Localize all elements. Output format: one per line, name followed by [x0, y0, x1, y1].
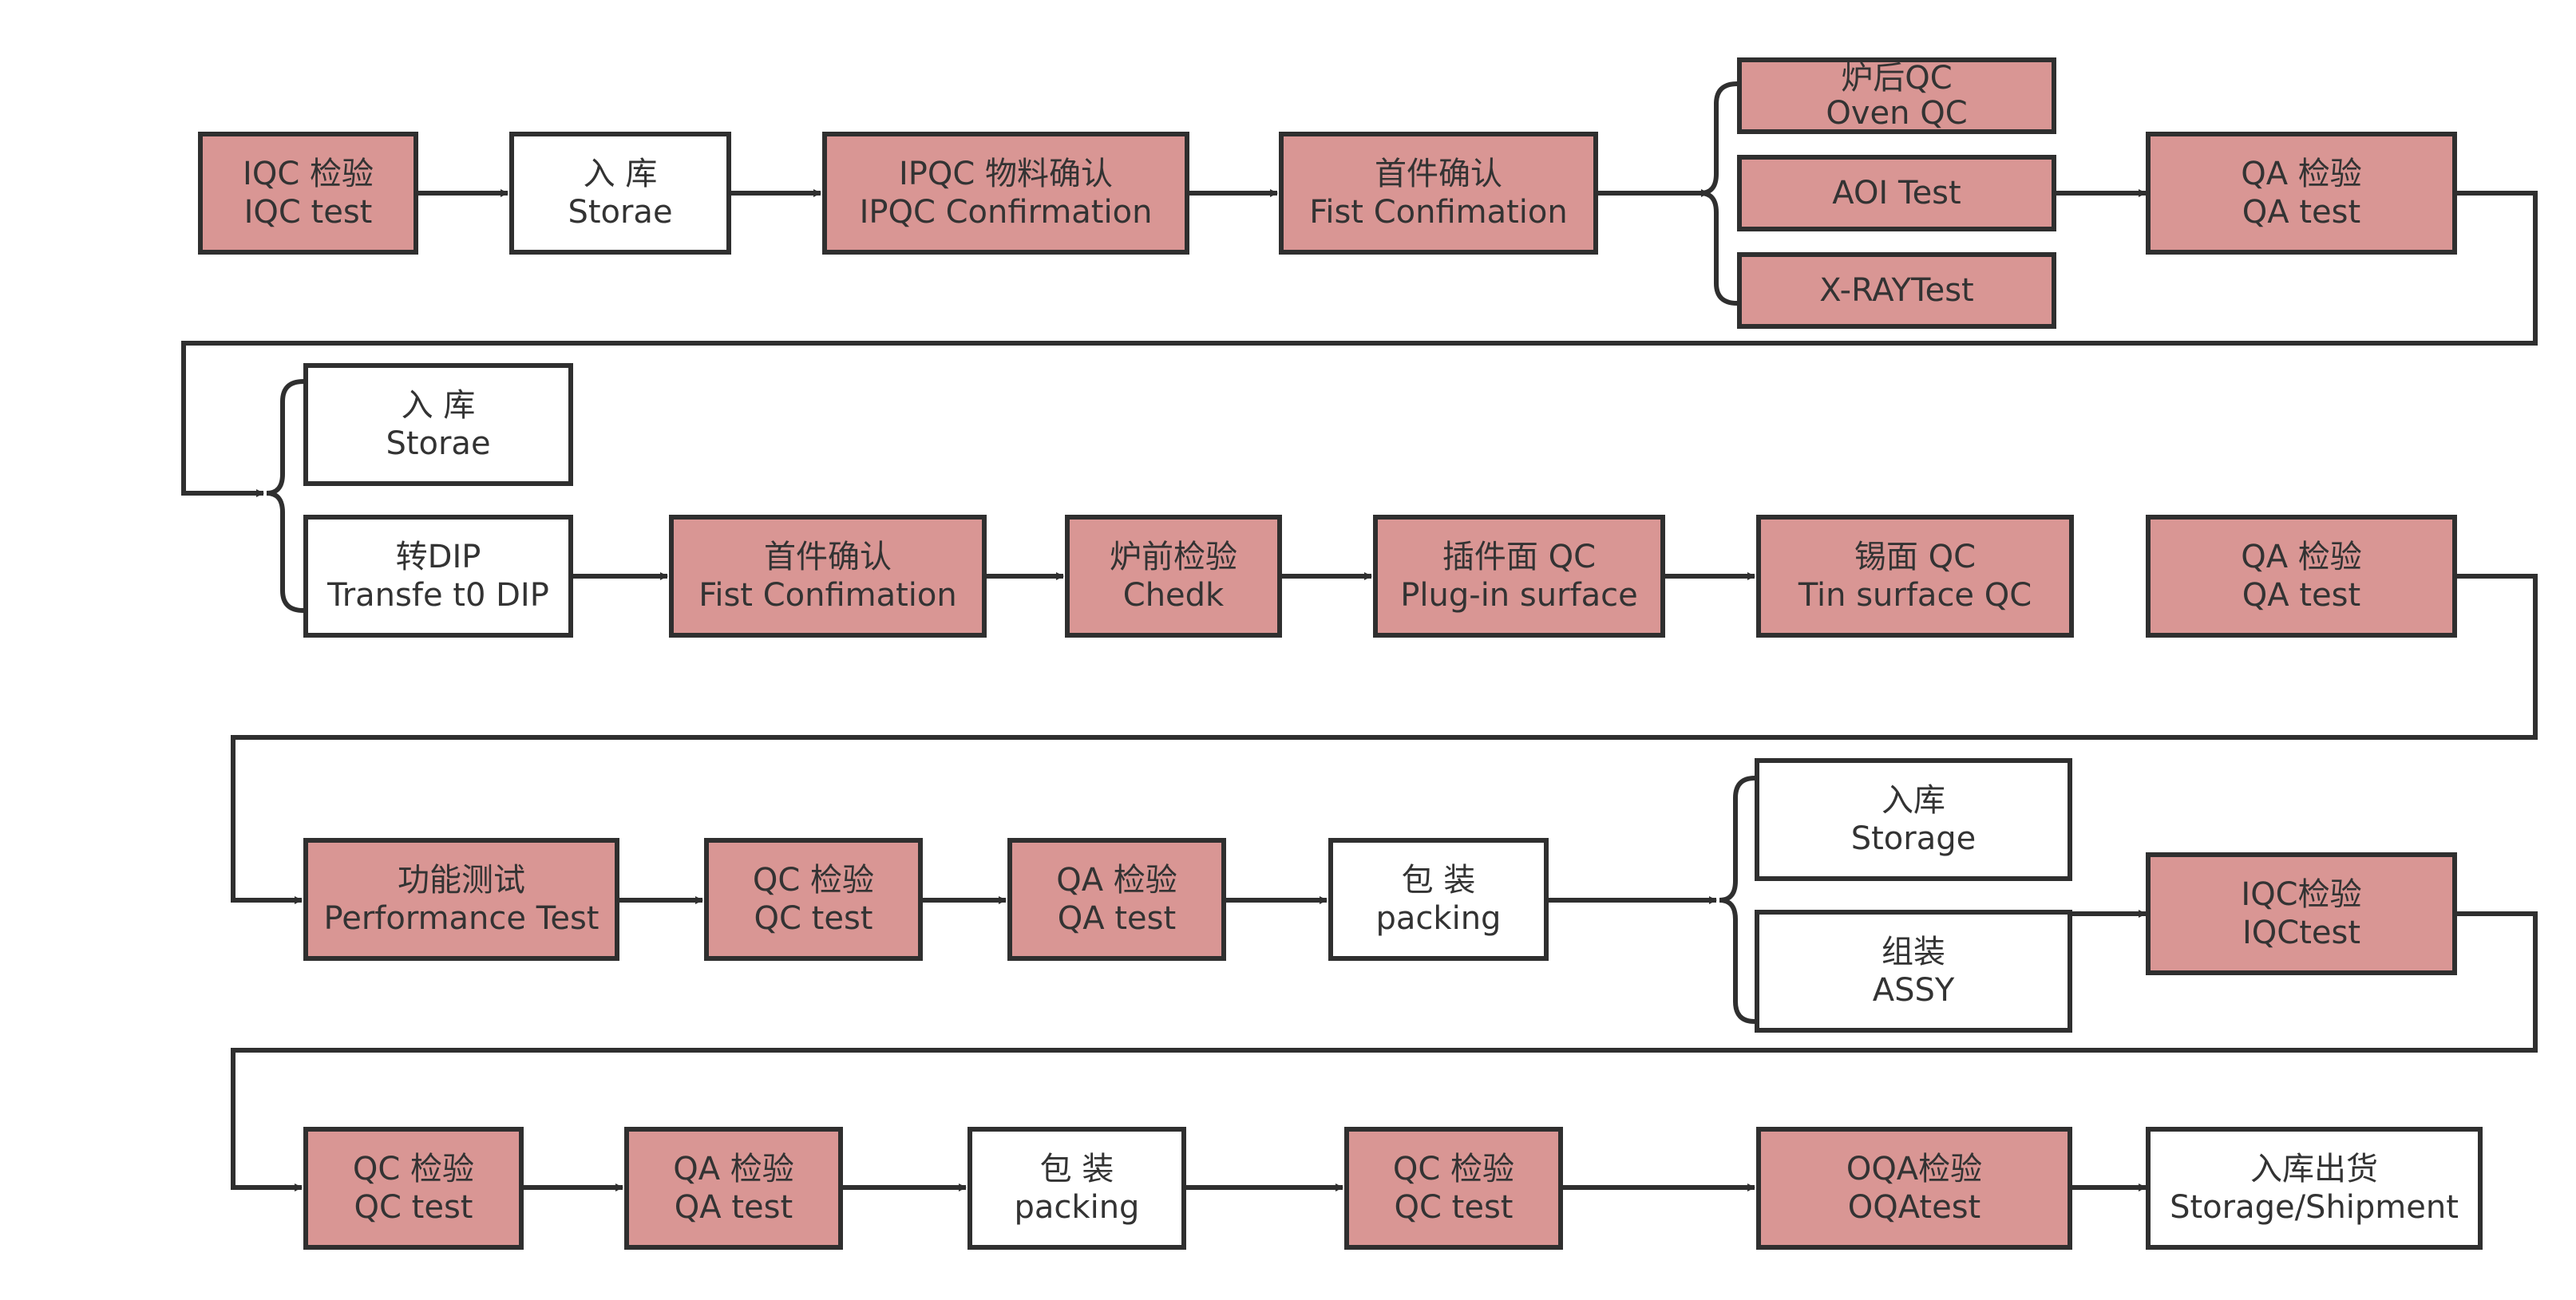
- step-label-en: packing: [1014, 1189, 1140, 1226]
- brace-row3: [1719, 776, 1755, 1024]
- step-label-zh: 入库出货: [2250, 1151, 2378, 1187]
- step-label-en: ASSY: [1872, 972, 1955, 1009]
- step-label-zh: 首件确认: [1375, 156, 1502, 192]
- step-label-zh: 功能测试: [398, 862, 525, 899]
- step-label-zh: IQC检验: [2241, 876, 2362, 913]
- step-label-zh: 包 装: [1401, 862, 1476, 899]
- step-label-en: QA test: [1057, 900, 1177, 937]
- step-label-zh: 炉后QC: [1841, 60, 1953, 97]
- step-label-en: QC test: [354, 1189, 473, 1226]
- step-label-zh: QA 检验: [673, 1151, 794, 1187]
- step-label-en: Storae: [386, 425, 491, 462]
- step-label-en: Oven QC: [1826, 95, 1968, 132]
- step-label-zh: QA 检验: [2241, 539, 2362, 575]
- step-label-zh: 入 库: [583, 156, 658, 192]
- step-label-en: QA test: [2242, 577, 2361, 614]
- step-xray-test: X-RAYTest: [1737, 252, 2056, 329]
- step-label-en: packing: [1375, 900, 1502, 937]
- step-label-zh: 首件确认: [764, 539, 892, 575]
- step-aoi-test: AOI Test: [1737, 155, 2056, 231]
- step-label-en: Performance Test: [323, 900, 599, 937]
- step-label-en: AOI Test: [1832, 175, 1961, 211]
- step-label-en: QA test: [674, 1189, 793, 1226]
- step-label-zh: 入 库: [401, 387, 476, 424]
- step-label-en: IQCtest: [2242, 915, 2361, 951]
- step-label-en: IPQC Confirmation: [859, 194, 1153, 231]
- step-label-en: Tin surface QC: [1798, 577, 2032, 614]
- step-label-en: Storage/Shipment: [2170, 1189, 2459, 1226]
- step-label-en: Storae: [568, 194, 673, 231]
- step-label-en: Fist Confimation: [698, 577, 957, 614]
- step-label-zh: 包 装: [1039, 1151, 1114, 1187]
- step-label-en: OQAtest: [1847, 1189, 1981, 1226]
- step-label-zh: IPQC 物料确认: [898, 156, 1114, 192]
- step-label-zh: 插件面 QC: [1442, 539, 1597, 575]
- step-label-en: QC test: [754, 900, 873, 937]
- step-label-zh: 炉前检验: [1110, 539, 1237, 575]
- step-label-en: QC test: [1394, 1189, 1514, 1226]
- step-label-en: Plug-in surface: [1400, 577, 1638, 614]
- connector-row3-row4: [231, 911, 2538, 1191]
- step-label-zh: QC 检验: [352, 1151, 475, 1187]
- step-label-zh: QC 检验: [1392, 1151, 1515, 1187]
- step-label-zh: QA 检验: [1056, 862, 1177, 899]
- step-label-en: Transfe t0 DIP: [327, 577, 549, 614]
- step-label-en: IQC test: [243, 194, 373, 231]
- step-label-zh: 转DIP: [395, 539, 481, 575]
- connector-row1-row2: [181, 191, 2538, 497]
- brace-row2: [266, 379, 304, 613]
- step-label-zh: QC 检验: [752, 862, 875, 899]
- connector-row2-row3: [231, 574, 2538, 904]
- step-label-en: Fist Confimation: [1309, 194, 1568, 231]
- step-label-zh: IQC 检验: [243, 156, 374, 192]
- step-label-zh: 入库: [1882, 782, 1945, 819]
- step-label-en: Storage: [1850, 820, 1977, 857]
- step-label-en: Chedk: [1122, 577, 1225, 614]
- step-label-zh: OQA检验: [1846, 1151, 1983, 1187]
- step-label-zh: 组装: [1882, 934, 1945, 970]
- brace-row1: [1700, 81, 1738, 306]
- step-label-zh: 锡面 QC: [1854, 539, 1977, 575]
- step-label-zh: QA 检验: [2241, 156, 2362, 192]
- step-label-en: X-RAYTest: [1819, 272, 1974, 309]
- step-label-en: QA test: [2242, 194, 2361, 231]
